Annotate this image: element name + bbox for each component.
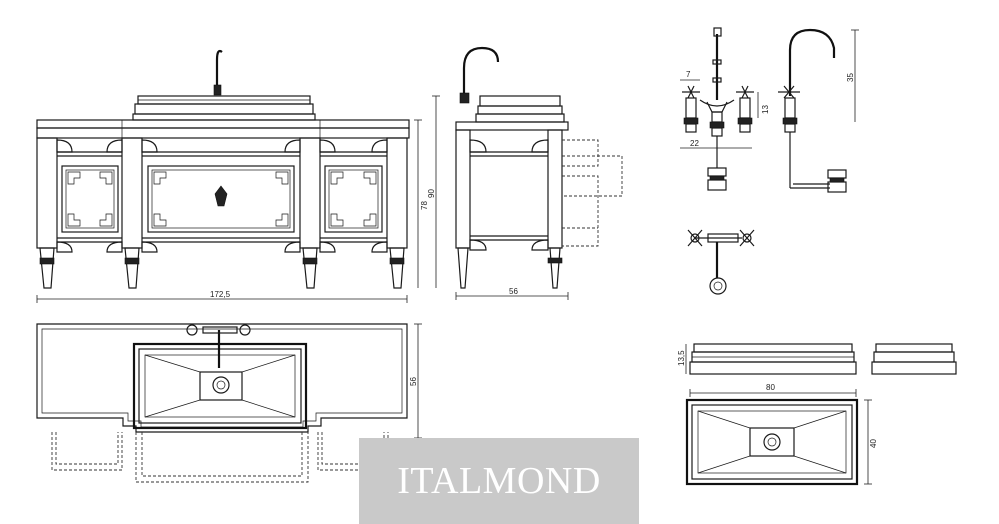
body-height-label: 78 <box>420 201 429 210</box>
faucet-reach-label: 22 <box>690 139 699 148</box>
faucet-front-detail <box>680 27 759 191</box>
faucet-side-detail <box>778 28 859 193</box>
basin-depth-label: 40 <box>869 439 878 448</box>
side-view <box>455 46 623 300</box>
faucet-spacing-label: 7 <box>686 70 691 79</box>
total-height-label: 90 <box>427 189 436 198</box>
basin-top-detail <box>685 398 872 486</box>
brand-name: ITALMOND <box>397 460 601 502</box>
brand-watermark: ITALMOND <box>359 438 639 524</box>
basin-width-label: 80 <box>766 383 775 392</box>
top-depth-dimension-label: 56 <box>409 377 418 386</box>
faucet-top-detail <box>687 229 755 295</box>
basin-side-detail <box>685 343 957 397</box>
faucet-offset-label: 13 <box>761 105 770 114</box>
basin-height-label: 13,5 <box>677 350 686 366</box>
depth-dimension-label: 56 <box>509 287 518 296</box>
front-view <box>36 49 440 303</box>
faucet-height-label: 35 <box>846 73 855 82</box>
width-dimension-label: 172,5 <box>210 290 231 299</box>
